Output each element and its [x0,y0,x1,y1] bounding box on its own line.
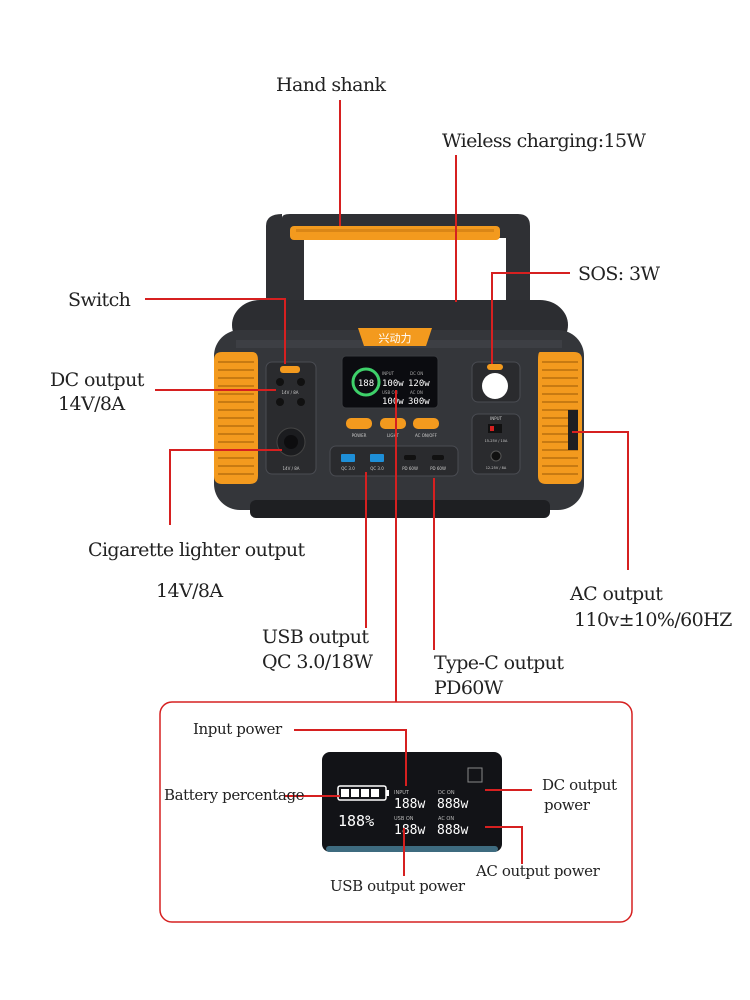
svg-text:120w: 120w [408,379,430,389]
svg-text:AC ON: AC ON [410,390,423,395]
dc-panel: 14V / 8A 14V / 8A [265,361,317,475]
input-panel: INPUT 15-25V / 10A 12-25V / 8A [471,413,521,475]
ac-power-line [485,826,523,864]
svg-text:AC ON/OFF: AC ON/OFF [415,433,438,438]
cig-line [169,449,282,525]
handle [266,214,530,310]
logo-badge: 兴动力 [358,328,432,346]
input-power-line [294,729,407,786]
label-dc-output-spec: 14V/8A [58,393,125,415]
svg-text:POWER: POWER [352,433,367,438]
svg-text:15-25V / 10A: 15-25V / 10A [485,439,508,443]
svg-text:888w: 888w [437,823,468,838]
right-grille [538,352,582,484]
inset-callout-lines [284,729,532,876]
callout-lines [145,100,629,702]
sos-line [491,272,570,364]
switch-line [145,298,286,364]
svg-text:PD 60W: PD 60W [430,466,446,471]
svg-text:DC ON: DC ON [410,371,423,376]
svg-text:INPUT: INPUT [490,416,503,421]
inset-screen: 188% INPUT DC ON USB ON AC ON 188w 888w … [322,752,502,852]
device-screen: 188 INPUT DC ON USB ON AC ON 100w 120w 1… [341,355,439,409]
label-typec-output-spec: PD60W [434,677,503,699]
svg-text:300w: 300w [408,397,430,407]
label-hand-shank: Hand shank [276,74,386,96]
label-wireless-charging: Wieless charging:15W [442,130,646,152]
label-usb-output-power: USB output power [330,877,465,895]
label-sos: SOS: 3W [578,263,660,285]
svg-text:AC ON: AC ON [438,816,454,822]
svg-text:100w: 100w [382,379,404,389]
svg-text:12-25V / 8A: 12-25V / 8A [486,466,507,470]
svg-text:兴动力: 兴动力 [379,332,412,345]
svg-text:DC ON: DC ON [438,790,455,796]
label-usb-output-spec: QC 3.0/18W [262,651,373,673]
left-grille [214,352,258,484]
svg-text:188w: 188w [394,797,425,812]
svg-text:QC 3.0: QC 3.0 [341,466,355,471]
svg-text:188%: 188% [338,812,374,830]
control-buttons: POWER LIGHT AC ON/OFF [346,418,439,438]
label-dc-output: DC output [50,369,144,391]
svg-text:QC 3.0: QC 3.0 [370,466,384,471]
label-battery-percentage: Battery percentage [164,786,305,804]
svg-text:USB ON: USB ON [394,816,414,822]
label-dc-output-power-2: power [544,796,590,814]
label-input-power: Input power [193,720,282,738]
sos-light-panel [471,361,521,403]
svg-text:14V / 8A: 14V / 8A [282,390,299,395]
label-switch: Switch [68,289,131,311]
svg-text:INPUT: INPUT [382,371,395,376]
svg-text:PD 60W: PD 60W [402,466,418,471]
label-typec-output: Type-C output [434,652,564,674]
svg-text:LIGHT: LIGHT [387,433,400,438]
svg-text:USB ON: USB ON [382,390,398,395]
label-ac-output-power: AC output power [476,862,600,880]
ac-output-line [572,431,629,570]
svg-text:888w: 888w [437,797,468,812]
svg-text:100w: 100w [382,397,404,407]
label-ac-output: AC output [570,583,663,605]
label-cigarette-output-spec: 14V/8A [156,580,223,602]
port-strip: QC 3.0 QC 3.0 PD 60W PD 60W [329,445,459,477]
label-usb-output: USB output [262,626,369,648]
svg-text:188w: 188w [394,823,425,838]
svg-text:INPUT: INPUT [394,790,410,796]
svg-text:188: 188 [358,379,374,389]
label-dc-output-power: DC output [542,776,617,794]
svg-text:14V / 8A: 14V / 8A [283,466,300,471]
label-cigarette-output: Cigarette lighter output [88,539,305,561]
label-ac-output-spec: 110v±10%/60HZ [574,609,732,631]
screen-detail-box [159,701,633,923]
